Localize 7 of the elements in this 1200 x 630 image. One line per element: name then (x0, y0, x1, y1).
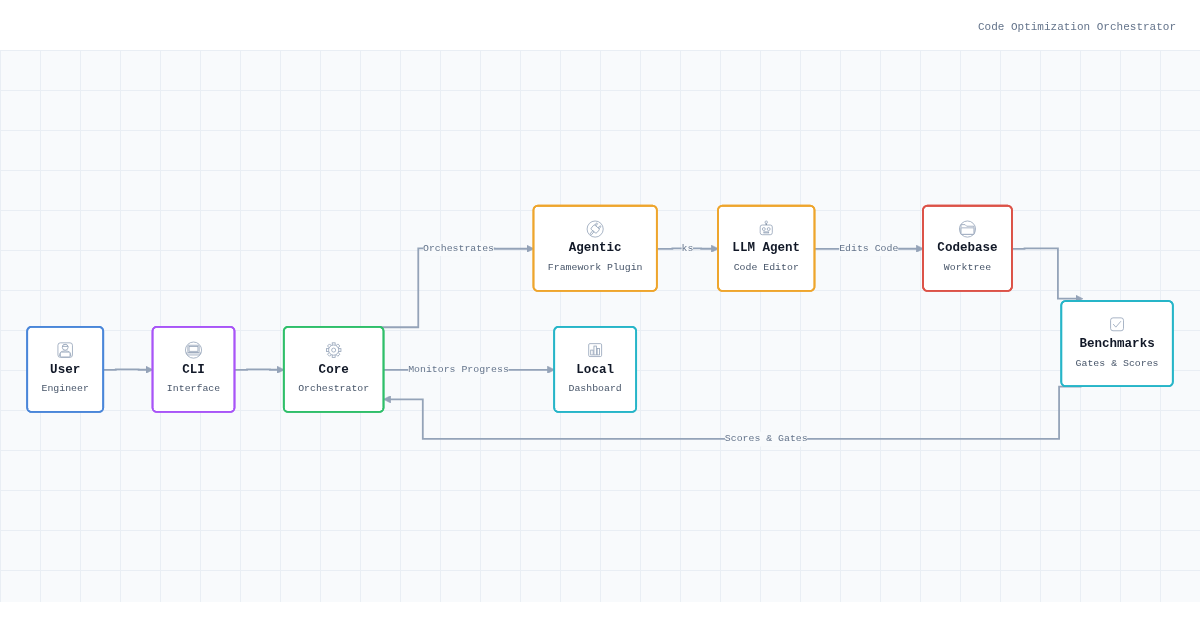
edge-label: ks (681, 242, 694, 254)
edge-label: Scores & Gates (724, 433, 808, 445)
edge-label: Monitors Progress (408, 363, 509, 375)
edge-label: Edits Code (839, 242, 899, 254)
edge-label: Orchestrates (422, 242, 495, 254)
subtitle: Code Optimization Orchestrator (977, 21, 1176, 33)
arrow (1011, 247, 1084, 303)
